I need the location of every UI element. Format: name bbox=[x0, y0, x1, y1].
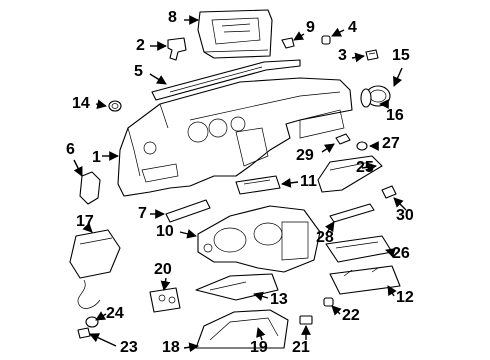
leader-22 bbox=[331, 305, 342, 316]
leader-30 bbox=[393, 197, 407, 211]
part-1-instrument-panel bbox=[117, 77, 353, 197]
part-3-screw bbox=[365, 49, 379, 61]
part-19-cluster-lens bbox=[195, 309, 289, 349]
callout-30: 30 bbox=[396, 207, 414, 224]
leader-29 bbox=[321, 143, 335, 153]
callout-4: 4 bbox=[348, 19, 357, 36]
part-28-trim bbox=[329, 203, 375, 223]
part-21-button bbox=[299, 315, 313, 325]
callout-13: 13 bbox=[270, 291, 288, 308]
callout-14: 14 bbox=[72, 95, 90, 112]
leader-5 bbox=[149, 73, 167, 85]
callout-22: 22 bbox=[342, 307, 360, 324]
leader-26 bbox=[385, 248, 396, 258]
leader-15 bbox=[393, 67, 403, 87]
callout-19: 19 bbox=[250, 339, 268, 356]
part-6-end-cap bbox=[79, 171, 101, 205]
part-5-defroster-grille bbox=[151, 59, 301, 101]
part-7-trim-strip bbox=[165, 199, 211, 223]
part-8-upper-housing bbox=[197, 9, 273, 59]
part-2-bracket bbox=[167, 37, 187, 61]
callout-11: 11 bbox=[300, 173, 317, 190]
callout-12: 12 bbox=[396, 289, 414, 306]
part-29-switch bbox=[335, 133, 351, 145]
leader-28 bbox=[325, 221, 335, 235]
part-15-16-air-outlet bbox=[360, 85, 391, 108]
leader-13 bbox=[253, 291, 269, 302]
leader-4 bbox=[331, 27, 345, 37]
part-13-lower-panel bbox=[195, 273, 279, 301]
callout-15: 15 bbox=[392, 47, 410, 64]
part-14-knob bbox=[108, 100, 122, 112]
part-20-switch bbox=[149, 287, 181, 313]
callout-1: 1 bbox=[92, 149, 101, 166]
leader-arrows bbox=[73, 15, 407, 353]
callout-5: 5 bbox=[134, 63, 143, 80]
callout-26: 26 bbox=[392, 245, 410, 262]
callout-29: 29 bbox=[296, 147, 314, 164]
callout-9: 9 bbox=[306, 19, 315, 36]
leader-17 bbox=[82, 222, 93, 233]
part-30-latch bbox=[381, 185, 397, 199]
part-26-glove-box-liner bbox=[325, 235, 393, 263]
part-17-airbag-module bbox=[69, 229, 121, 309]
callout-23: 23 bbox=[120, 339, 138, 356]
callout-21: 21 bbox=[292, 339, 310, 356]
part-23-screw bbox=[77, 327, 91, 339]
callout-27: 27 bbox=[382, 135, 400, 152]
leader-6 bbox=[73, 159, 83, 177]
leader-3 bbox=[351, 52, 365, 63]
leader-12 bbox=[387, 285, 397, 297]
part-22-plug bbox=[323, 297, 334, 307]
leader-18 bbox=[183, 342, 199, 353]
callout-25: 25 bbox=[356, 159, 374, 176]
callout-28: 28 bbox=[316, 229, 334, 246]
part-25-glove-box-door bbox=[317, 155, 383, 193]
leader-10 bbox=[179, 229, 197, 239]
leader-20 bbox=[160, 277, 171, 291]
callout-16: 16 bbox=[386, 107, 404, 124]
callout-3: 3 bbox=[338, 47, 347, 64]
callout-17: 17 bbox=[76, 213, 94, 230]
callout-7: 7 bbox=[138, 205, 147, 222]
callout-8: 8 bbox=[168, 9, 177, 26]
part-4-nut bbox=[321, 35, 331, 45]
callout-24: 24 bbox=[106, 305, 124, 322]
leader-23 bbox=[89, 333, 117, 347]
leader-25 bbox=[361, 162, 377, 173]
leader-14 bbox=[95, 99, 107, 110]
callout-2: 2 bbox=[136, 37, 145, 54]
part-12-glove-box bbox=[329, 265, 401, 295]
callout-10: 10 bbox=[156, 223, 174, 240]
callout-6: 6 bbox=[66, 141, 75, 158]
leader-11 bbox=[281, 178, 299, 188]
callout-18: 18 bbox=[162, 339, 180, 356]
part-10-cluster-bezel bbox=[197, 205, 321, 273]
leader-24 bbox=[95, 311, 107, 321]
part-11-switch-bezel bbox=[235, 175, 281, 195]
part-9-clip bbox=[281, 37, 295, 49]
leader-9 bbox=[293, 31, 305, 41]
part-27-lamp bbox=[356, 141, 368, 151]
callout-20: 20 bbox=[154, 261, 172, 278]
part-24-knob bbox=[85, 316, 99, 328]
leader-19 bbox=[256, 327, 266, 341]
